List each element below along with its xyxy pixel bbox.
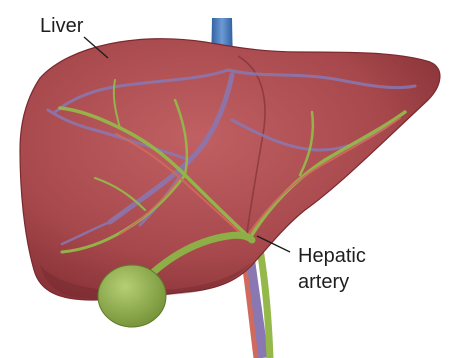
gallbladder [98, 265, 166, 327]
hepatic-artery-label-line2: artery [298, 271, 349, 293]
liver-label: Liver [40, 15, 84, 37]
hepatic-artery-label-line1: Hepatic [298, 245, 366, 267]
